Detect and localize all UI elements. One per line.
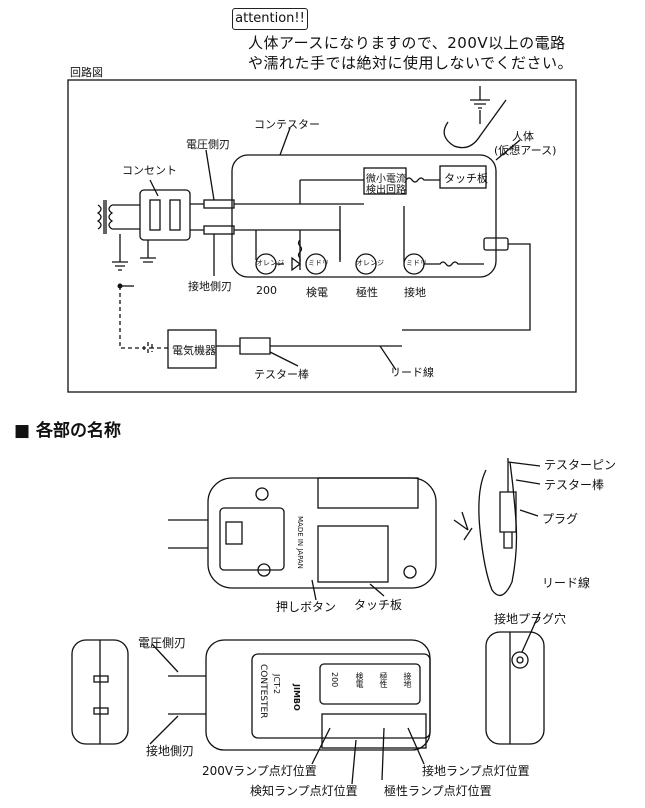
panel-label-ground: 接地 xyxy=(403,672,412,688)
contester-outline xyxy=(231,154,497,278)
device-box xyxy=(167,329,217,369)
push-button xyxy=(219,507,285,571)
jimbo-logo: JIMBO xyxy=(292,684,301,711)
made-in-japan: MADE IN JAPAN xyxy=(296,516,304,569)
touch-plate-circuit-label: タッチ板 xyxy=(444,172,488,185)
parts-section-title: ■ 各部の名称 xyxy=(14,421,121,441)
touch-plate-box xyxy=(439,165,487,189)
panel-label-polarity: 極性 xyxy=(379,672,388,688)
ground-blade-label: 接地側刃 xyxy=(188,280,232,293)
outlet-box xyxy=(139,189,191,241)
voltage-blade-label-2: 電圧側刃 xyxy=(138,636,187,650)
push-button-label: 押しボタン xyxy=(276,600,337,614)
detect-circuit-box xyxy=(363,167,407,195)
callout-200v: 200Vランプ点灯位置 xyxy=(202,764,317,778)
lamp-label-200: 200 xyxy=(256,284,277,297)
plug-label: プラグ xyxy=(542,512,579,526)
circuit-frame xyxy=(67,79,577,393)
lamp-label-ground: 接地 xyxy=(404,286,426,299)
lamp-label-detect: 検電 xyxy=(306,286,328,299)
lamp-detect-name: ミドリ xyxy=(308,259,329,267)
callout-detect: 検知ランプ点灯位置 xyxy=(250,784,358,798)
touch-plate-label: タッチ板 xyxy=(354,598,403,612)
panel-label-200: 200 xyxy=(330,672,339,688)
lamp-200-name: オレンジ xyxy=(256,259,284,267)
brand-label: CONTESTER xyxy=(258,664,268,719)
model-label: JCT-2 xyxy=(272,674,281,695)
tester-rod-circuit-label: テスター棒 xyxy=(254,368,309,381)
callout-polarity: 極性ランプ点灯位置 xyxy=(384,784,492,798)
contester-label: コンテスター xyxy=(254,118,320,131)
lamp-label-polarity: 極性 xyxy=(356,286,378,299)
lead-wire-label: リード線 xyxy=(542,576,591,590)
outlet-label: コンセント xyxy=(122,164,177,177)
detect-circuit-label: 検出回路 xyxy=(366,185,406,196)
front-view-body xyxy=(205,639,431,751)
callout-ground: 接地ランプ点灯位置 xyxy=(422,764,530,778)
attention-badge: attention!! xyxy=(232,8,308,30)
voltage-blade-label: 電圧側刃 xyxy=(186,138,230,151)
circuit-title: 回路図 xyxy=(70,66,103,79)
lamp-polarity-name: オレンジ xyxy=(356,259,384,267)
lamp-ground-name: ミドリ xyxy=(406,259,427,267)
warning-line-1: 人体アースになりますので、200V以上の電路 xyxy=(248,34,566,52)
warning-line-2: や濡れた手では絶対に使用しないでください。 xyxy=(248,54,574,72)
lead-wire-circuit-label: リード線 xyxy=(390,366,434,379)
test-pin-label: テスターピン xyxy=(544,458,617,472)
ground-plug-hole-label: 接地プラグ穴 xyxy=(494,612,567,626)
virtual-earth-label: (仮想アース) xyxy=(494,144,557,157)
tester-rod-label: テスター棒 xyxy=(544,478,605,492)
device-label: 電気機器 xyxy=(172,344,216,357)
micro-current-label: 微小電流 xyxy=(366,174,406,185)
ground-blade-label-2: 接地側刃 xyxy=(146,744,195,758)
human-body-label: 人体 xyxy=(512,130,534,143)
panel-label-detect: 検電 xyxy=(355,672,364,688)
